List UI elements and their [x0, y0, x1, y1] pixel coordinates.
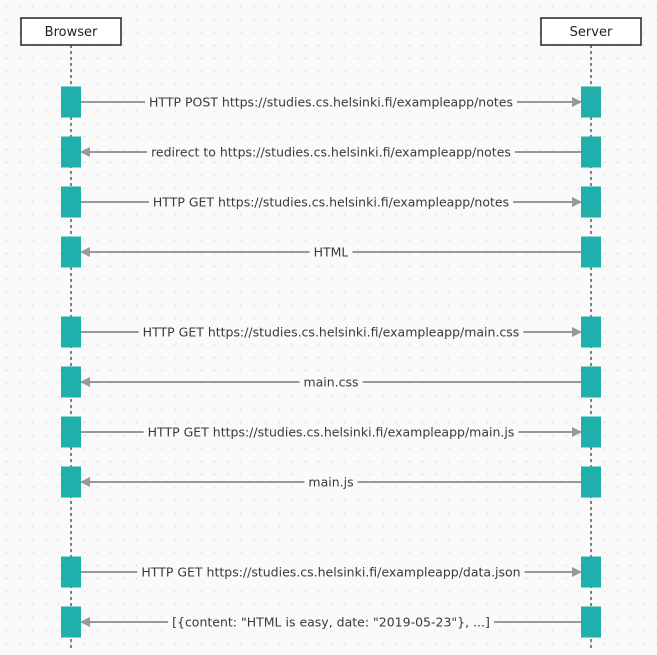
message-row: HTTP GET https://studies.cs.helsinki.fi/… [61, 416, 601, 448]
message-row: [{content: "HTML is easy, date: "2019-05… [61, 606, 601, 638]
message-label-background [309, 243, 353, 261]
message-list: HTTP POST https://studies.cs.helsinki.fi… [61, 86, 601, 638]
message-label: HTTP GET https://studies.cs.helsinki.fi/… [143, 325, 520, 340]
server-activation [581, 606, 601, 638]
server-activation [581, 466, 601, 498]
server-activation [581, 86, 601, 118]
browser-activation [61, 186, 81, 218]
message-row: HTTP GET https://studies.cs.helsinki.fi/… [61, 316, 601, 348]
message-label: redirect to https://studies.cs.helsinki.… [151, 145, 511, 160]
message-label-background [145, 93, 517, 111]
server-actor: Server [540, 17, 642, 46]
message-label: main.js [308, 475, 353, 490]
server-activation [581, 186, 601, 218]
message-label-background [138, 323, 524, 341]
browser-actor-label: Browser [45, 25, 98, 40]
message-label: HTTP GET https://studies.cs.helsinki.fi/… [153, 195, 509, 210]
message-label: [{content: "HTML is easy, date: "2019-05… [172, 615, 490, 630]
browser-activation [61, 466, 81, 498]
message-row: main.css [61, 366, 601, 398]
server-activation [581, 236, 601, 268]
message-label-background [299, 373, 363, 391]
message-label-background [148, 193, 514, 211]
browser-activation [61, 416, 81, 448]
server-activation [581, 136, 601, 168]
message-row: redirect to https://studies.cs.helsinki.… [61, 136, 601, 168]
message-label-background [304, 473, 358, 491]
server-activation [581, 366, 601, 398]
browser-activation [61, 136, 81, 168]
message-label: HTTP POST https://studies.cs.helsinki.fi… [149, 95, 513, 110]
message-label-background [143, 423, 519, 441]
server-actor-box [540, 17, 642, 46]
message-label: HTTP GET https://studies.cs.helsinki.fi/… [148, 425, 515, 440]
message-row: main.js [61, 466, 601, 498]
browser-activation [61, 316, 81, 348]
message-row: HTTP POST https://studies.cs.helsinki.fi… [61, 86, 601, 118]
server-activation [581, 556, 601, 588]
message-row: HTTP GET https://studies.cs.helsinki.fi/… [61, 556, 601, 588]
browser-actor: Browser [20, 17, 122, 46]
message-label: HTTP GET https://studies.cs.helsinki.fi/… [141, 565, 520, 580]
browser-activation [61, 236, 81, 268]
browser-activation [61, 366, 81, 398]
message-row: HTML [61, 236, 601, 268]
message-label-background [137, 563, 525, 581]
browser-actor-box [20, 17, 122, 46]
message-label: main.css [303, 375, 358, 390]
browser-activation [61, 606, 81, 638]
message-row: HTTP GET https://studies.cs.helsinki.fi/… [61, 186, 601, 218]
browser-activation [61, 86, 81, 118]
message-label: HTML [314, 245, 349, 260]
server-actor-label: Server [570, 25, 613, 40]
browser-activation [61, 556, 81, 588]
message-label-background [168, 613, 494, 631]
message-label-background [147, 143, 515, 161]
server-activation [581, 416, 601, 448]
server-activation [581, 316, 601, 348]
